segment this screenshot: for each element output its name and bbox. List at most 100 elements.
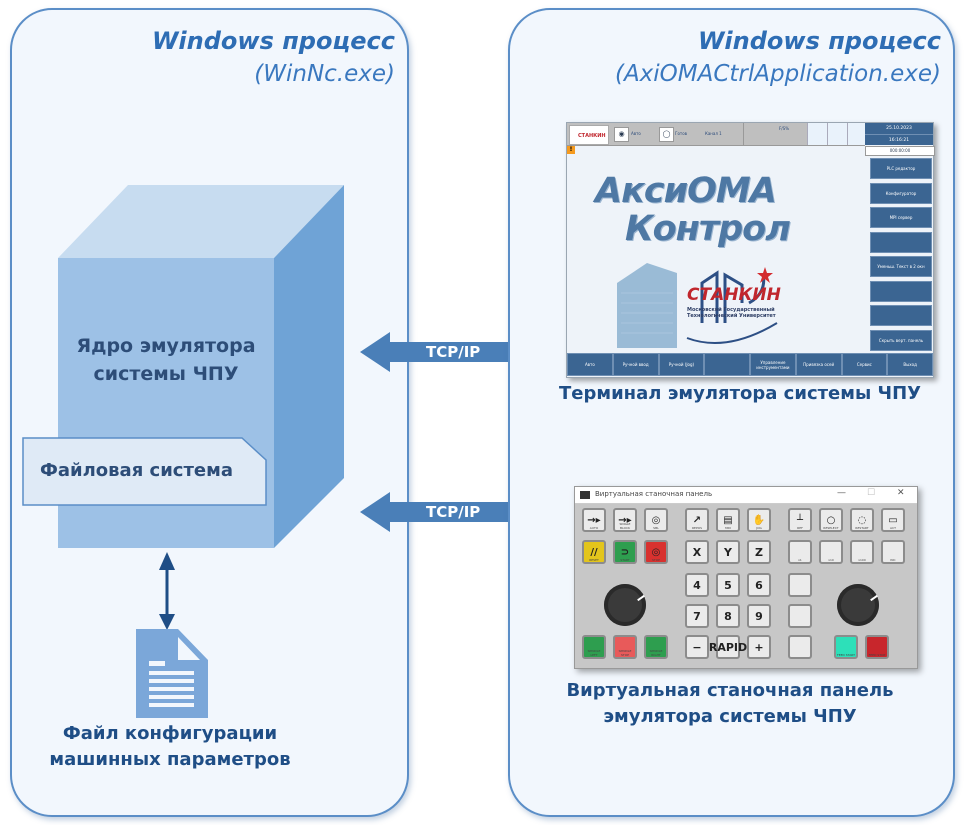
axis-key-x[interactable]: X	[685, 540, 709, 564]
spindle-key-0-sublabel: SPINDLE LEFT	[587, 649, 601, 657]
numpad-key[interactable]: 9	[747, 604, 771, 628]
splash-title-line1: АксиОМА	[595, 171, 777, 211]
terminal-bottom-softkey[interactable]: Ручной ввод	[612, 353, 659, 376]
terminal-bottom-softkey[interactable]	[704, 353, 750, 376]
panel-caption: Виртуальная станочная панель эмулятора с…	[520, 678, 940, 730]
terminal-feed-label: F/S%	[779, 126, 789, 131]
terminal-side-softkey[interactable]	[870, 305, 932, 326]
mode-key-jog-glyph: ✋	[752, 514, 766, 526]
left-process-title: Windows процесс (WinNc.exe)	[152, 24, 395, 90]
terminal-counter: 000:00:00	[865, 146, 935, 156]
mode-key-jog-sublabel: JOG	[756, 526, 762, 530]
numpad-key-label: 8	[724, 609, 732, 623]
minimize-button[interactable]: —	[837, 488, 846, 498]
increment-key-x1[interactable]: x1	[788, 540, 812, 564]
increment-key-x100[interactable]: x100	[850, 540, 874, 564]
control-key-reset[interactable]: //RESET	[582, 540, 606, 564]
terminal-side-softkey[interactable]: PLC редактор	[870, 158, 932, 179]
numpad-key[interactable]: 4	[685, 573, 709, 597]
panel-caption-line2: эмулятора системы ЧПУ	[603, 706, 857, 727]
spindle-key-2[interactable]: SPINDLE RIGHT	[644, 635, 668, 659]
feed-key-1[interactable]: FEED STOP	[865, 635, 889, 659]
terminal-side-softkey[interactable]	[870, 231, 932, 253]
mode-key-auto-sublabel: AUTO	[589, 526, 599, 530]
mode-key-single-block[interactable]: →▸SINGLE BLOCK	[613, 508, 637, 532]
university-subtitle: Московский Государственный Технологическ…	[687, 307, 776, 319]
terminal-mode-label: Авто	[631, 131, 641, 136]
numpad-key[interactable]: −	[685, 635, 709, 659]
spindle-key-1[interactable]: SPINDLE STOP	[613, 635, 637, 659]
mode-key-sbl[interactable]: ◎SBL	[644, 508, 668, 532]
increment-key-x10[interactable]: x10	[819, 540, 843, 564]
terminal-header: СТАНКИН ◉ Авто ◯ Готов Канал 1 F/S%	[567, 123, 866, 146]
university-name: СТАНКИН	[687, 285, 781, 305]
mode-key-repos-sublabel: REPOS	[691, 526, 703, 530]
feed-key-0[interactable]: FEED START	[834, 635, 858, 659]
numpad-key-label: −	[692, 640, 702, 654]
mode-key-act[interactable]: ▭ACT	[881, 508, 905, 532]
control-key-stop[interactable]: ◎STOP	[644, 540, 668, 564]
mode-key-repos[interactable]: ↗REPOS	[685, 508, 709, 532]
terminal-bottom-softkey[interactable]: Сервис	[841, 353, 888, 376]
mode-key-mdi[interactable]: ▤MDI	[716, 508, 740, 532]
blank-key[interactable]	[788, 604, 812, 628]
terminal-bottom-softkey[interactable]: Выход	[887, 353, 933, 376]
terminal-side-softkey[interactable]: Скрыть верт. панель	[870, 329, 932, 351]
left-process-title-text: Windows процесс	[151, 27, 395, 55]
terminal-logo-text: СТАНКИН	[578, 133, 606, 139]
feed-key-1-sublabel: FEED STOP	[868, 653, 886, 657]
spindle-override-knob[interactable]	[604, 584, 646, 626]
terminal-bottom-softkey[interactable]: Управление инструментами	[750, 353, 796, 376]
numpad-key[interactable]: +	[747, 635, 771, 659]
close-button[interactable]: ✕	[897, 488, 905, 498]
terminal-side-softkey[interactable]	[870, 280, 932, 302]
increment-key-inc-sublabel: INC	[890, 558, 896, 562]
control-key-reset-sublabel: RESET	[589, 558, 599, 562]
axis-key-z[interactable]: Z	[747, 540, 771, 564]
terminal-logo: СТАНКИН	[569, 125, 609, 145]
terminal-bottom-softkey[interactable]: Ручной (Jog)	[658, 353, 705, 376]
mode-key-reselect-sublabel: RESELECT	[823, 526, 839, 530]
terminal-bottom-softkey[interactable]: Авто	[567, 353, 613, 376]
cnc-terminal-screenshot: СТАНКИН ◉ Авто ◯ Готов Канал 1 F/S% 25.1…	[566, 122, 935, 378]
numpad-key[interactable]: RAPID	[709, 635, 747, 659]
feed-override-knob[interactable]	[837, 584, 879, 626]
mode-key-ref[interactable]: ┴REF	[788, 508, 812, 532]
terminal-bottom-softkey[interactable]: Привязка осей	[795, 353, 842, 376]
terminal-side-softkey[interactable]: Конфигуратор	[870, 182, 932, 204]
increment-key-inc[interactable]: INC	[881, 540, 905, 564]
numpad-key[interactable]: 6	[747, 573, 771, 597]
blank-key[interactable]	[788, 635, 812, 659]
control-key-start-glyph: ⊃	[620, 546, 630, 558]
terminal-side-softkey[interactable]: Уменьш. Текст в 2 окн	[870, 256, 932, 277]
spindle-key-0[interactable]: SPINDLE LEFT	[582, 635, 606, 659]
mode-key-ref-glyph: ┴	[796, 514, 804, 526]
maximize-button[interactable]: ☐	[867, 488, 876, 498]
mode-key-jog[interactable]: ✋JOG	[747, 508, 771, 532]
mode-key-reselect[interactable]: ○RESELECT	[819, 508, 843, 532]
numpad-key-label: 7	[693, 609, 701, 623]
terminal-date: 25.10.2023	[886, 126, 912, 131]
terminal-channel-label: Канал 1	[705, 131, 722, 136]
panel-caption-line1: Виртуальная станочная панель	[566, 680, 894, 701]
control-key-reset-glyph: //	[590, 546, 598, 558]
mode-key-restart-sublabel: RESTART	[855, 526, 869, 530]
mode-key-auto[interactable]: →▸AUTO	[582, 508, 606, 532]
axis-key-x-label: X	[692, 545, 702, 559]
panel-window-title: Виртуальная станочная панель	[595, 490, 713, 498]
emulator-core-label-line2: системы ЧПУ	[93, 363, 239, 385]
right-process-exe: (AxiOMACtrlApplication.exe)	[614, 61, 941, 87]
mode-key-restart[interactable]: ◌RESTART	[850, 508, 874, 532]
control-key-start-sublabel: START	[620, 558, 630, 562]
mode-key-act-glyph: ▭	[888, 514, 898, 526]
mode-key-act-sublabel: ACT	[890, 526, 896, 530]
blank-key[interactable]	[788, 573, 812, 597]
mode-key-mdi-sublabel: MDI	[725, 526, 731, 530]
numpad-key[interactable]: 5	[716, 573, 740, 597]
terminal-side-softkey[interactable]: MPI сервер	[870, 207, 932, 228]
numpad-key[interactable]: 7	[685, 604, 709, 628]
numpad-key[interactable]: 8	[716, 604, 740, 628]
axis-key-y[interactable]: Y	[716, 540, 740, 564]
control-key-start[interactable]: ⊃START	[613, 540, 637, 564]
mode-key-single-block-sublabel: SINGLE BLOCK	[619, 522, 631, 530]
